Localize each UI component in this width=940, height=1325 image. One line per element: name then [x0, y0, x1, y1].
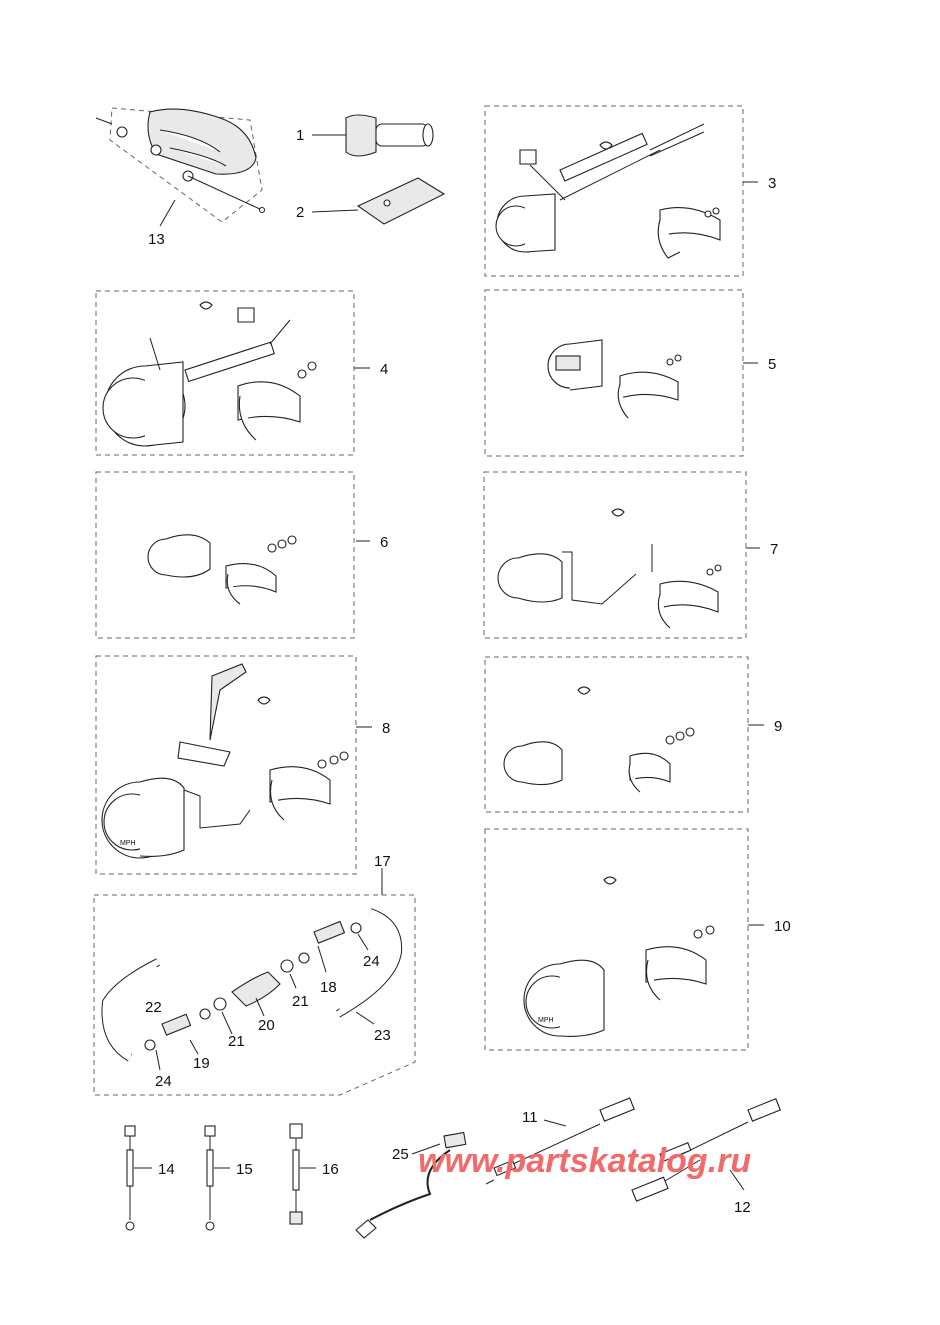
callout-15: 15 — [236, 1161, 253, 1178]
callout-9: 9 — [774, 718, 782, 735]
callout-5: 5 — [768, 356, 776, 373]
callout-17: 17 — [374, 853, 391, 870]
part-25-harness: 25 — [355, 1131, 467, 1239]
part-1-hose-fitting: 1 — [296, 114, 434, 157]
callout-11: 11 — [522, 1109, 538, 1126]
callout-20: 20 — [258, 1017, 275, 1034]
kit-6-gauge: 6 — [95, 471, 388, 639]
callout-21-lower: 21 — [228, 1033, 245, 1050]
part-16-cable: 16 — [289, 1123, 339, 1225]
kit-9-gauge: 9 — [484, 656, 782, 813]
watermark-text: www.partskatalog.ru — [418, 1142, 751, 1180]
callout-13: 13 — [148, 231, 165, 248]
gauge-10-mph-label: MPH — [538, 1017, 554, 1024]
kit-3-gauge-with-harness: 3 — [484, 105, 776, 277]
part-12-sensor-cable: 12 — [631, 1098, 782, 1216]
kit-5-digital-gauge: 5 — [484, 289, 776, 457]
callout-12: 12 — [734, 1199, 751, 1216]
callout-2: 2 — [296, 204, 304, 221]
part-14-cable: 14 — [124, 1125, 175, 1231]
callout-8: 8 — [382, 720, 390, 737]
callout-3: 3 — [768, 175, 776, 192]
callout-1: 1 — [296, 127, 304, 144]
callout-23: 23 — [374, 1027, 391, 1044]
part-2-pouch: 2 — [296, 177, 446, 225]
callout-19: 19 — [193, 1055, 210, 1072]
callout-7: 7 — [770, 541, 778, 558]
callout-10: 10 — [774, 918, 791, 935]
callout-22: 22 — [145, 999, 162, 1016]
part-11-sensor-probe: 11 — [485, 1097, 635, 1185]
part-13-mounting-assembly: 13 — [95, 107, 266, 248]
callout-25: 25 — [392, 1146, 409, 1163]
kit-4-tachometer: 4 — [95, 290, 388, 456]
kit-7-pressure-gauge: 7 — [483, 471, 778, 639]
callout-24-lower: 24 — [155, 1073, 172, 1090]
part-15-cable: 15 — [204, 1125, 253, 1231]
callout-14: 14 — [158, 1161, 175, 1178]
kit-17-fuel-line: 17 22 24 19 21 20 21 18 24 23 — [93, 853, 416, 1096]
kit-10-speedometer: MPH 10 — [484, 828, 791, 1051]
callout-16: 16 — [322, 1161, 339, 1178]
callout-4: 4 — [380, 361, 388, 378]
gauge-8-mph-label: MPH — [120, 840, 136, 847]
callout-6: 6 — [380, 534, 388, 551]
kit-8-speedometer-with-pickup: MPH 8 — [95, 655, 390, 875]
callout-24-upper: 24 — [363, 953, 380, 970]
callout-18: 18 — [320, 979, 337, 996]
callout-21-upper: 21 — [292, 993, 309, 1010]
